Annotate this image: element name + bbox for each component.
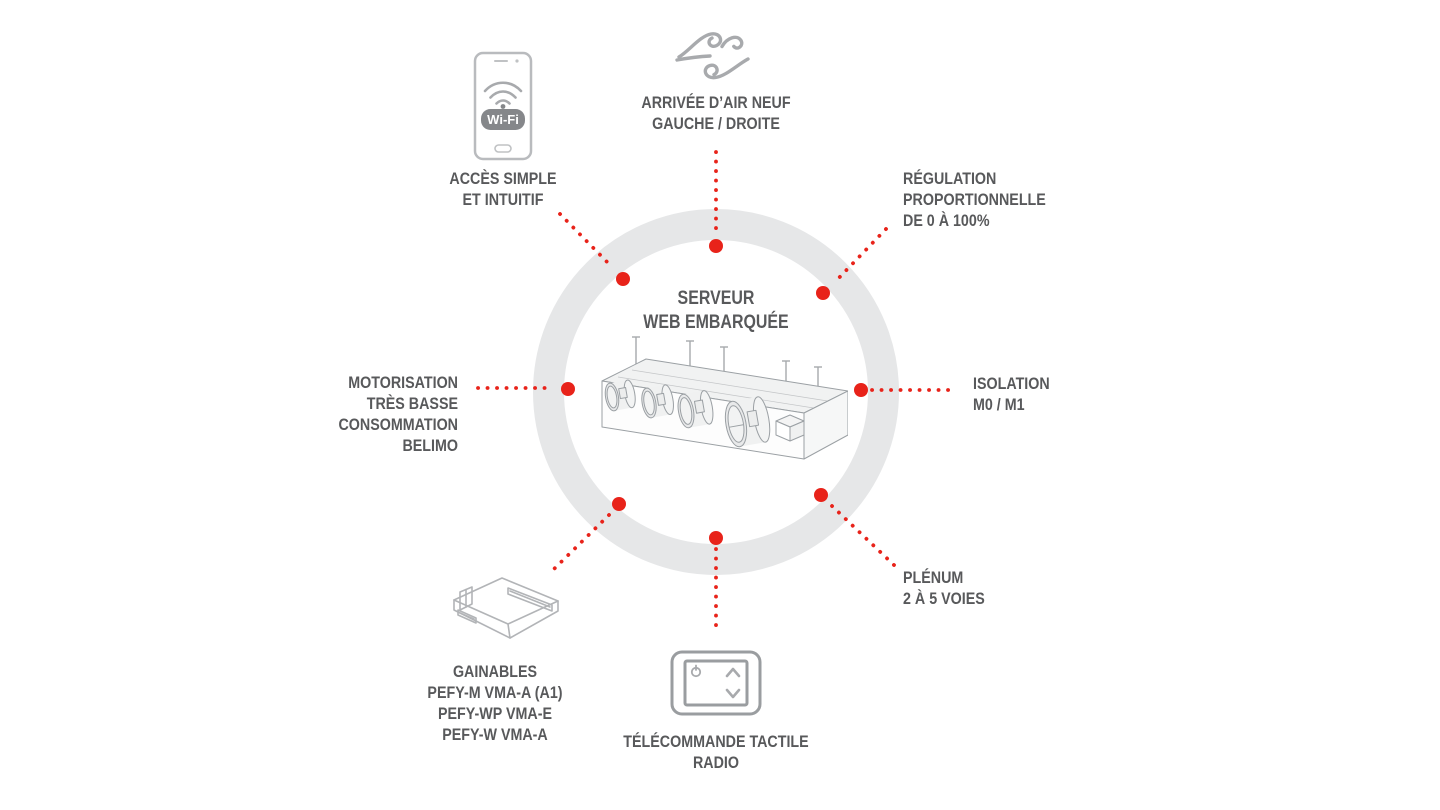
wifi-arcs-icon — [483, 81, 523, 105]
chevron-down-icon — [725, 688, 741, 699]
power-icon — [690, 664, 702, 678]
plenum-unit-illustration — [588, 325, 849, 473]
label-line: ACCÈS SIMPLE — [449, 169, 557, 188]
ring-node-right — [854, 383, 868, 397]
ducted-unit-icon — [444, 570, 562, 650]
connector-upper-right — [832, 227, 888, 285]
label-line: PLÉNUM — [903, 568, 964, 587]
label-line: TÉLÉCOMMANDE TACTILE — [623, 732, 809, 751]
label-line: PEFY-M VMA-A (A1) — [427, 683, 563, 702]
label-line: TRÈS BASSE — [366, 394, 458, 413]
label-line: GAUCHE / DROITE — [652, 114, 780, 133]
feature-label-regulation: RÉGULATION PROPORTIONNELLE DE 0 À 100% — [903, 168, 1054, 231]
label-line: PEFY-W VMA-A — [442, 725, 548, 744]
ring-node-left — [561, 382, 575, 396]
ring-node-lower-left — [612, 497, 626, 511]
ring-node-top — [709, 239, 723, 253]
wifi-badge — [481, 109, 525, 130]
label-line: DE 0 À 100% — [903, 211, 990, 230]
label-line: ARRIVÉE D’AIR NEUF — [641, 93, 791, 112]
center-title-line: SERVEUR — [677, 288, 755, 309]
label-line: 2 À 5 VOIES — [903, 589, 985, 608]
feature-label-remote: TÉLÉCOMMANDE TACTILE RADIO — [611, 731, 821, 773]
center-title-line: WEB EMBARQUÉE — [643, 311, 789, 333]
label-line: GAINABLES — [452, 662, 538, 681]
electrical-box-sketch — [775, 414, 805, 442]
feature-label-motorisation: MOTORISATION TRÈS BASSE CONSOMMATION BEL… — [324, 372, 458, 456]
label-line: BELIMO — [402, 436, 458, 455]
ring-node-upper-right — [816, 286, 830, 300]
unit-body-sketch — [601, 358, 849, 460]
chevron-up-icon — [725, 667, 741, 678]
feature-label-easy-access: ACCÈS SIMPLE ET INTUITIF — [432, 168, 575, 210]
feature-label-air-inlet: ARRIVÉE D’AIR NEUF GAUCHE / DROITE — [611, 92, 821, 134]
feature-label-gainables: GAINABLES PEFY-M VMA-A (A1) PEFY-WP VMA-… — [415, 661, 575, 745]
feature-label-isolation: ISOLATION M0 / M1 — [973, 373, 1082, 415]
label-line: PEFY-WP VMA-E — [437, 704, 552, 723]
ring-node-upper-left — [616, 272, 630, 286]
remote-control-icon — [669, 649, 763, 717]
label-line: CONSOMMATION — [338, 415, 458, 434]
label-line: ISOLATION — [973, 374, 1050, 393]
ring-node-bottom — [709, 531, 723, 545]
connector-lower-left — [552, 513, 611, 571]
label-line: ET INTUITIF — [462, 190, 544, 209]
label-line: M0 / M1 — [973, 395, 1025, 414]
wind-icon — [674, 26, 754, 88]
duct-spigots-sketch — [604, 379, 771, 448]
label-line: PROPORTIONNELLE — [903, 190, 1046, 209]
smartphone-wifi-icon: Wi-Fi — [473, 51, 533, 161]
feature-label-plenum: PLÉNUM 2 À 5 VOIES — [903, 567, 1029, 609]
label-line: RADIO — [692, 753, 740, 772]
ring-node-lower-right — [814, 488, 828, 502]
connector-upper-left — [558, 212, 614, 269]
label-line: MOTORISATION — [348, 373, 458, 392]
center-title: SERVEUR WEB EMBARQUÉE — [611, 287, 821, 334]
wifi-badge-label: Wi-Fi — [487, 112, 519, 127]
label-line: RÉGULATION — [903, 169, 997, 188]
